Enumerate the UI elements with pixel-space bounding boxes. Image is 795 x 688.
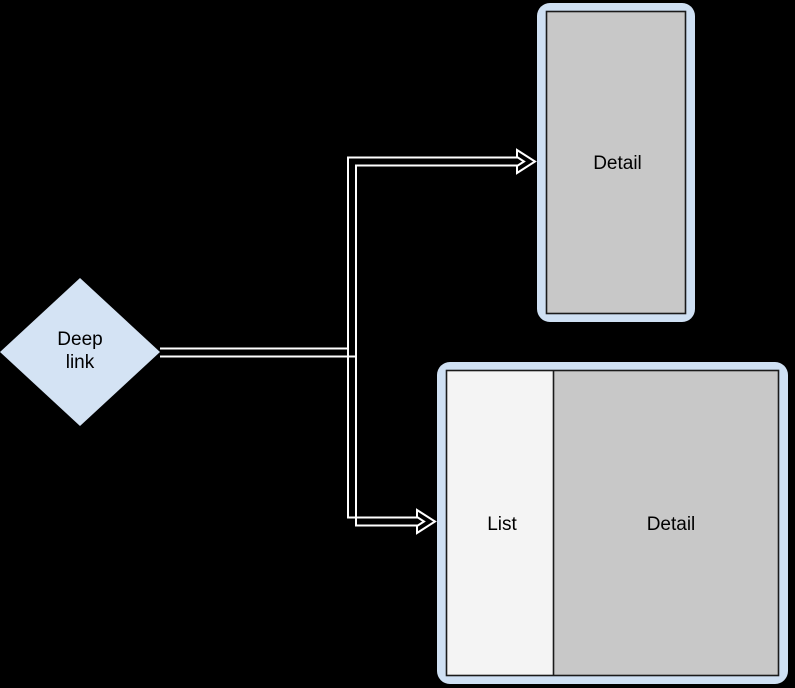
arrowhead-top-icon — [516, 148, 537, 175]
detail-top-screen[interactable] — [545, 10, 687, 315]
edge-deeplink-to-detail-top — [160, 148, 537, 358]
list-pane[interactable] — [446, 370, 554, 676]
edge-deeplink-to-detail-bottom — [160, 347, 437, 535]
node-detail-top-frame[interactable] — [537, 3, 695, 322]
node-detail-bottom-frame[interactable] — [437, 362, 788, 684]
edge-top-rail-lower — [160, 164, 518, 358]
edge-bottom-rail-upper — [160, 347, 418, 519]
node-deeplink-diamond[interactable] — [0, 278, 160, 426]
detail-bottom-screen-outline — [445, 369, 780, 677]
edge-bottom-rail-lower — [160, 355, 418, 527]
detail-pane[interactable] — [553, 370, 779, 676]
edge-top-rail-upper — [160, 156, 518, 350]
arrowhead-bottom-icon — [416, 508, 437, 535]
deeplink-diamond-shape[interactable] — [0, 278, 160, 426]
